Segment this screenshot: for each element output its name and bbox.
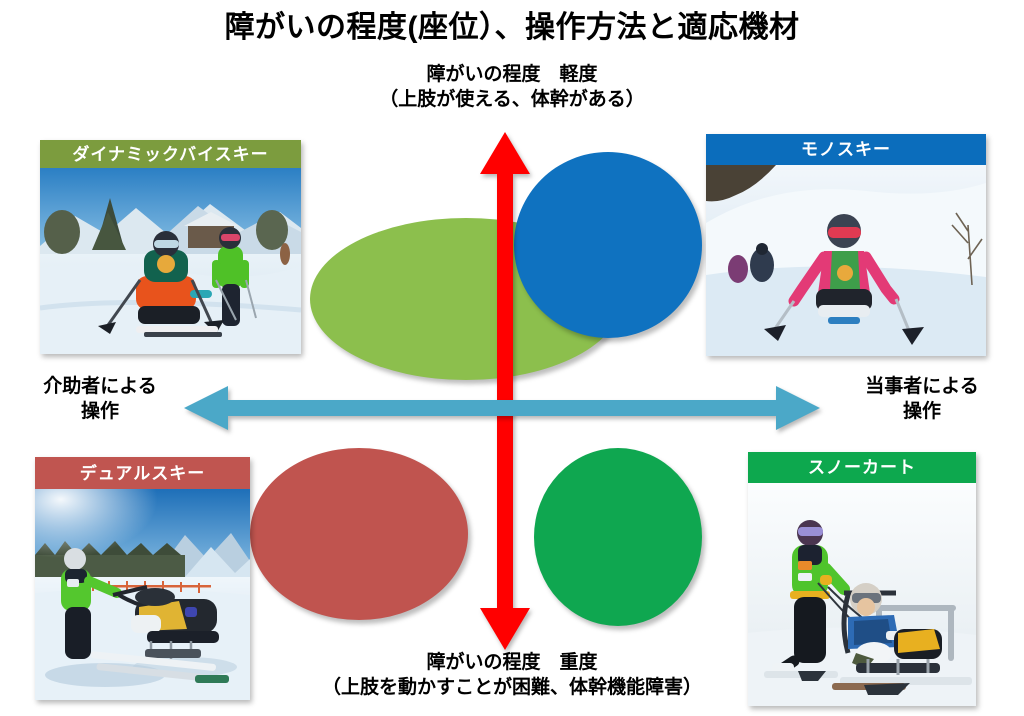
axis-label-top-line1: 障がいの程度 軽度 xyxy=(426,64,598,85)
emerald-ellipse xyxy=(534,448,702,626)
horizontal-axis-arrow-icon xyxy=(184,386,820,430)
card-mono-ski-photo xyxy=(706,165,986,356)
card-snow-cart-photo xyxy=(748,483,976,706)
axis-label-top: 障がいの程度 軽度 （上肢が使える、体幹がある） xyxy=(262,62,762,112)
axis-label-right: 当事者による 操作 xyxy=(820,374,1024,424)
card-dynamic-bi-ski-label: ダイナミックバイスキー xyxy=(40,140,301,168)
axis-label-right-line2: 操作 xyxy=(902,401,941,423)
card-mono-ski-label: モノスキー xyxy=(706,134,986,165)
axis-label-left-line1: 介助者による xyxy=(43,376,157,397)
card-mono-ski[interactable]: モノスキー xyxy=(706,134,986,356)
axis-label-bottom-line1: 障がいの程度 重度 xyxy=(426,652,598,673)
axis-label-bottom-line2: （上肢を動かすことが困難、体幹機能障害） xyxy=(321,677,702,699)
page-title: 障がいの程度(座位）、操作方法と適応機材 xyxy=(224,11,800,44)
axis-label-right-line1: 当事者による xyxy=(865,376,979,397)
vertical-axis-arrow-icon xyxy=(480,132,530,650)
card-dual-ski-photo xyxy=(35,489,250,700)
rose-ellipse xyxy=(250,448,468,620)
axis-label-top-line2: （上肢が使える、体幹がある） xyxy=(379,89,645,111)
card-dual-ski[interactable]: デュアルスキー xyxy=(35,457,250,700)
card-snow-cart[interactable]: スノーカート xyxy=(748,452,976,706)
card-dynamic-bi-ski[interactable]: ダイナミックバイスキー xyxy=(40,140,301,354)
card-dual-ski-label: デュアルスキー xyxy=(35,457,250,489)
axis-label-bottom: 障がいの程度 重度 （上肢を動かすことが困難、体幹機能障害） xyxy=(230,650,794,700)
blue-ellipse xyxy=(514,152,702,338)
card-dynamic-bi-ski-photo xyxy=(40,168,301,354)
card-snow-cart-label: スノーカート xyxy=(748,452,976,483)
axis-label-left-line2: 操作 xyxy=(80,401,119,423)
axis-label-left: 介助者による 操作 xyxy=(0,374,200,424)
